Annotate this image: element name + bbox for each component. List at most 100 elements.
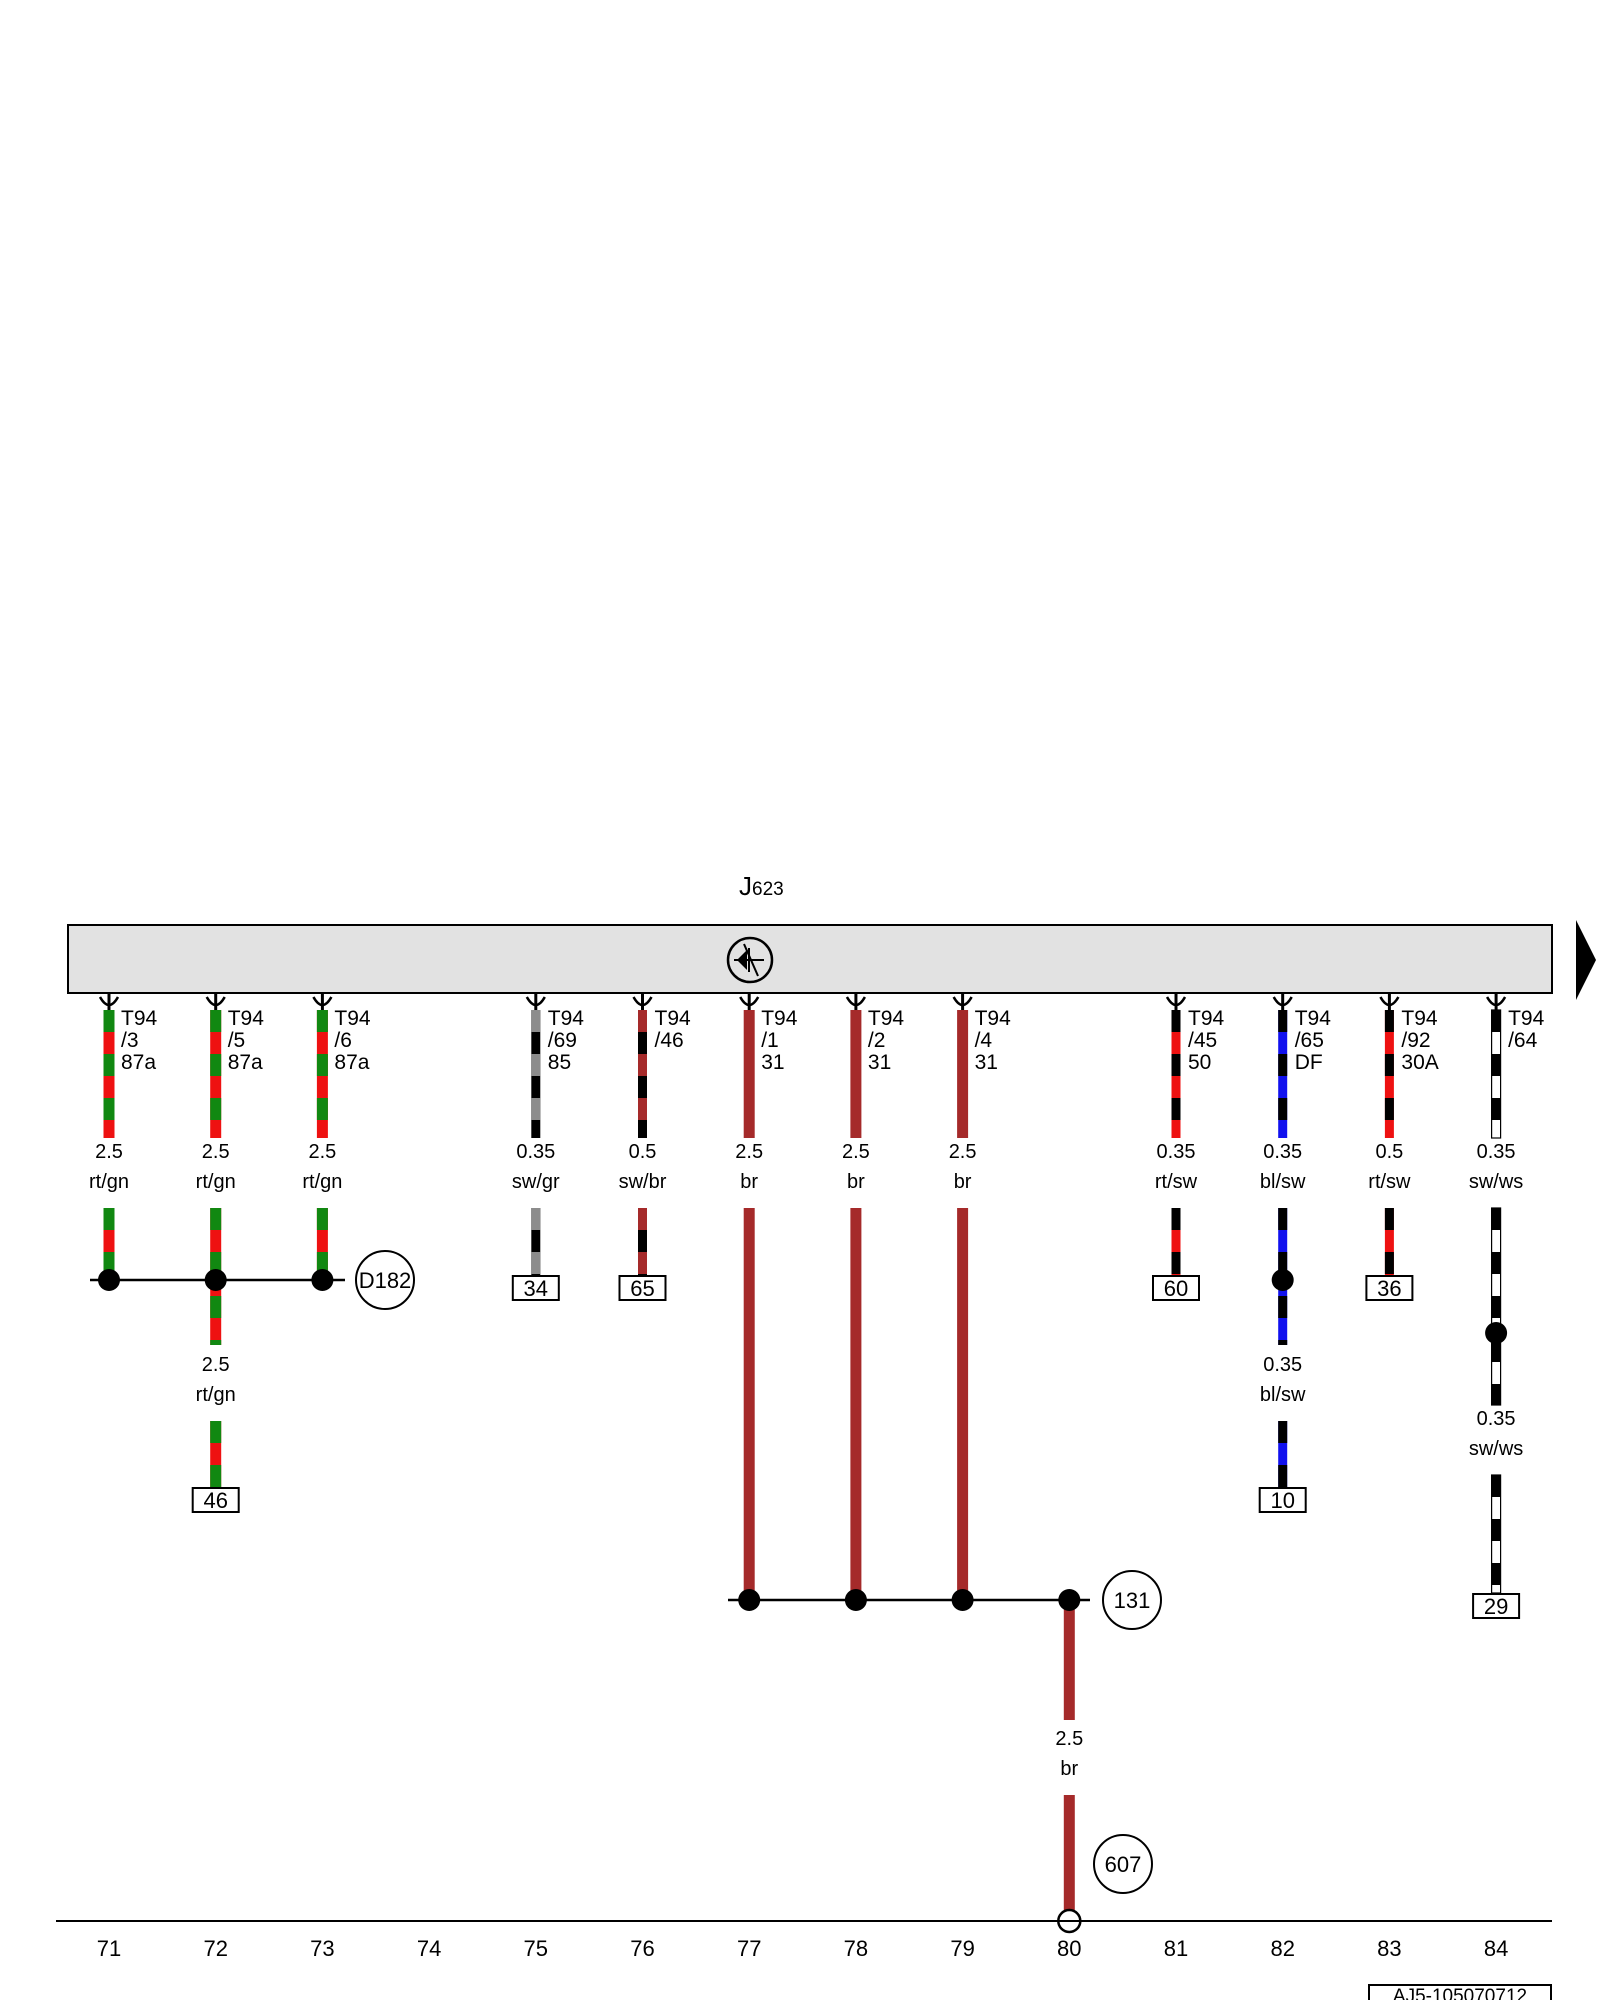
- column-number: 72: [203, 1936, 227, 1961]
- column-number: 83: [1377, 1936, 1401, 1961]
- column-number: 76: [630, 1936, 654, 1961]
- pin-label-line: /92: [1401, 1029, 1430, 1052]
- reference-box-r82[interactable]: 10: [1258, 1487, 1307, 1513]
- ecu-label: J623: [739, 871, 784, 901]
- splice-point: [951, 1589, 974, 1611]
- splice-point: [1271, 1269, 1294, 1291]
- connector-pin-icon: [632, 993, 653, 1010]
- reference-box-r76[interactable]: 65: [618, 1275, 667, 1301]
- branch-size-label: 2.5: [202, 1354, 230, 1376]
- wire-w5-lower[interactable]: [638, 1208, 647, 1278]
- branch-b84[interactable]: [1490, 1474, 1502, 1594]
- wire-w9-lower[interactable]: [1171, 1208, 1181, 1278]
- splice-point: [738, 1589, 761, 1611]
- wire-stripe: [210, 1208, 222, 1230]
- branch-color-label: sw/ws: [1469, 1438, 1523, 1460]
- pin-label-line: DF: [1295, 1051, 1323, 1074]
- wire-stripe: [1384, 1252, 1394, 1274]
- wire-stripe: [1491, 1563, 1501, 1585]
- pin-label-line: T94: [655, 1007, 692, 1030]
- wire-color-label: rt/gn: [302, 1171, 342, 1193]
- branch-color-label: rt/gn: [196, 1384, 236, 1406]
- wire-stripe: [210, 1421, 222, 1443]
- pin-label-line: 87a: [334, 1051, 369, 1074]
- wire-stripe: [103, 1252, 115, 1274]
- wire-w4[interactable]: [531, 1010, 541, 1138]
- branch-color-label: bl/sw: [1260, 1384, 1306, 1406]
- wire-stripe: [1171, 1208, 1181, 1230]
- wires-layer: [90, 993, 1508, 1934]
- reference-number: 34: [524, 1276, 548, 1301]
- pin-label-line: 31: [868, 1051, 891, 1074]
- wire-w5[interactable]: [638, 1010, 647, 1138]
- pin-label-line: /69: [548, 1029, 577, 1052]
- wire-color-label: sw/ws: [1469, 1171, 1523, 1193]
- branch-b82[interactable]: [1278, 1421, 1288, 1487]
- wire-w1[interactable]: [103, 1010, 115, 1138]
- splice-point: [844, 1589, 867, 1611]
- column-number: 80: [1057, 1936, 1081, 1961]
- connector-pin-icon: [952, 993, 973, 1010]
- branch-size-label: 0.35: [1263, 1354, 1302, 1376]
- wire-stripe: [1491, 1340, 1501, 1362]
- wire-color-label: br: [740, 1171, 758, 1193]
- branch-size-label: 0.35: [1477, 1408, 1516, 1430]
- pin-label-line: 87a: [121, 1051, 156, 1074]
- connector-pin-icon: [1272, 993, 1293, 1010]
- reference-box-r72[interactable]: 46: [191, 1487, 240, 1513]
- pin-label-line: 87a: [228, 1051, 263, 1074]
- wire-w3[interactable]: [316, 1010, 328, 1138]
- wire-w2[interactable]: [210, 1010, 222, 1138]
- circle-607[interactable]: 607: [1093, 1834, 1153, 1894]
- wire-stripe: [531, 1054, 541, 1076]
- circle-131[interactable]: 131: [1102, 1570, 1162, 1630]
- wire-stripe: [1171, 1054, 1181, 1076]
- svg-text:607: 607: [1105, 1852, 1142, 1877]
- wire-stripe: [1171, 1010, 1181, 1032]
- pin-label-line: /3: [121, 1029, 139, 1052]
- wire-w3-lower[interactable]: [316, 1208, 328, 1280]
- wire-stripe: [531, 1098, 541, 1120]
- wire-w12-lower[interactable]: [1490, 1207, 1502, 1406]
- wire-stripe: [1384, 1208, 1394, 1230]
- reference-box-r84[interactable]: 29: [1472, 1593, 1521, 1619]
- wire-stripe: [103, 1098, 115, 1120]
- reference-box-r81[interactable]: 60: [1152, 1275, 1200, 1301]
- wire-stripe: [1491, 1098, 1501, 1120]
- wire-size-label: 0.35: [1263, 1141, 1302, 1163]
- wire-w11-lower[interactable]: [1384, 1208, 1394, 1278]
- pin-label-w12: T94/64: [1508, 1007, 1545, 1052]
- ecu-housing[interactable]: [67, 924, 1553, 994]
- wire-stripe: [210, 1252, 222, 1274]
- wire-stripe: [1278, 1252, 1288, 1274]
- circle-d182[interactable]: D182: [355, 1250, 415, 1310]
- pin-label-w7: T94/231: [868, 1007, 905, 1074]
- column-number: 71: [97, 1936, 121, 1961]
- reference-number: 46: [203, 1488, 227, 1513]
- ecu-j623[interactable]: J623: [67, 871, 1596, 1000]
- wire-stripe: [531, 1010, 541, 1032]
- wire-w10[interactable]: [1278, 1010, 1288, 1138]
- wire-stripe: [316, 1098, 328, 1120]
- wire-w9[interactable]: [1171, 1010, 1181, 1138]
- reference-box-r83[interactable]: 36: [1365, 1275, 1414, 1301]
- pin-label-w8: T94/431: [975, 1007, 1012, 1074]
- wire-size-label: 0.5: [1375, 1141, 1403, 1163]
- wire-stripe: [1278, 1340, 1288, 1345]
- wire-w4-lower[interactable]: [531, 1208, 541, 1278]
- pin-label-line: T94: [975, 1007, 1012, 1030]
- wire-w11[interactable]: [1384, 1010, 1394, 1138]
- wire-w1-lower[interactable]: [103, 1208, 115, 1280]
- pin-label-line: T94: [1508, 1007, 1545, 1030]
- wire-size-label: 0.5: [629, 1141, 657, 1163]
- reference-box-r75[interactable]: 34: [511, 1275, 560, 1301]
- connector-pin-icon: [205, 993, 226, 1010]
- wire-stripe: [1491, 1252, 1501, 1274]
- pin-label-line: T94: [548, 1007, 585, 1030]
- branch-b72[interactable]: [210, 1421, 222, 1487]
- wire-stripe: [210, 1296, 222, 1318]
- wire-w12[interactable]: [1490, 1009, 1502, 1139]
- wire-size-label: 2.5: [308, 1141, 336, 1163]
